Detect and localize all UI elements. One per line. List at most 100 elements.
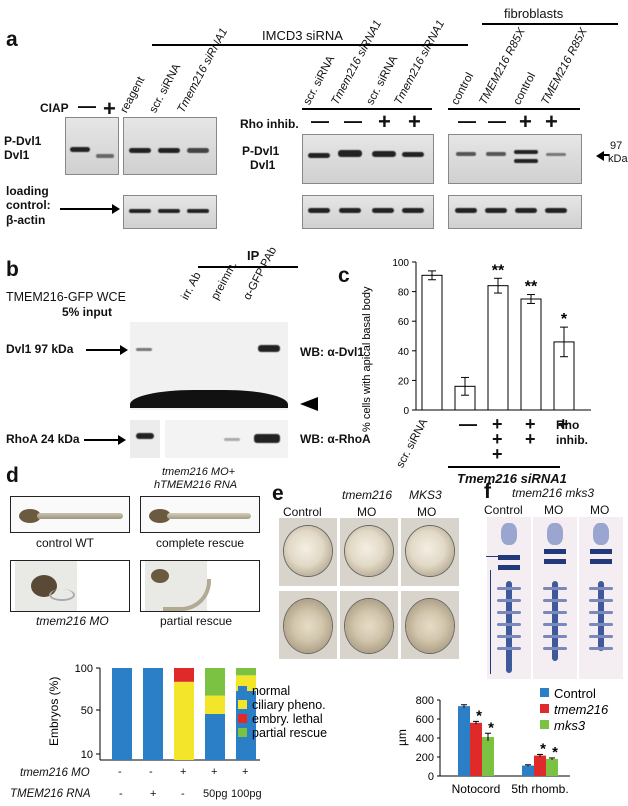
d-tick-label: 50	[81, 705, 93, 717]
right-lane-3: control	[511, 70, 539, 107]
kda-arrow-head	[596, 151, 604, 161]
d-rna-sign: 100pg	[231, 788, 262, 800]
loading-arrow-head	[112, 204, 120, 214]
band	[402, 152, 424, 157]
wce-label: TMEM216-GFP WCE	[6, 290, 126, 304]
embryo	[406, 526, 454, 576]
c-tick-label: 100	[392, 258, 409, 269]
band	[515, 208, 537, 213]
d-legend-label: partial rescue	[252, 726, 327, 740]
c-rho-mark: +	[492, 414, 503, 434]
rho-sign: +	[378, 109, 391, 134]
d-bar-segment	[174, 681, 194, 760]
somite	[543, 647, 567, 650]
panel-d-label: d	[6, 464, 19, 487]
rho-sign: +	[545, 109, 558, 134]
ip-bracket	[198, 266, 298, 268]
d-bar-segment	[236, 668, 256, 676]
somite	[589, 599, 613, 602]
c-bar	[421, 274, 443, 411]
c-tick-label: 20	[398, 376, 410, 387]
right-lane-4: TMEM216 R85X	[539, 26, 590, 107]
d-legend-swatch	[238, 714, 247, 723]
f-legend-swatch	[540, 688, 549, 697]
d-bar-segment	[174, 668, 194, 682]
d-tick-label: 100	[75, 663, 93, 675]
caption-tmem216-mo: tmem216 MO	[36, 614, 109, 628]
rhombomere-band	[498, 555, 520, 560]
somite	[589, 647, 613, 650]
f-bar	[458, 706, 470, 776]
in-situ-image	[486, 517, 531, 679]
in-situ-head	[547, 523, 563, 545]
complete-rescue-image	[140, 496, 260, 533]
c-significance: **	[492, 262, 505, 279]
f-col-mo-2: MO	[590, 503, 610, 517]
notocord	[506, 581, 512, 673]
embryo-image	[339, 517, 399, 587]
d-tick-label: 10	[81, 749, 93, 761]
row-label-mo: tmem216 MO	[20, 767, 90, 779]
band	[546, 153, 566, 156]
notocord	[552, 581, 558, 661]
f-legend-label: tmem216	[554, 702, 609, 717]
d-bar-segment	[205, 695, 225, 714]
d-axis: 10 50 100	[75, 663, 260, 761]
irr-ab-label: irr. Ab	[179, 270, 204, 302]
ciap-plus: +	[103, 96, 116, 121]
f-bar	[482, 737, 494, 776]
f-tick-label: 0	[428, 771, 434, 783]
in-situ-image	[532, 517, 577, 679]
rho-sign: —	[311, 111, 329, 131]
somite	[497, 623, 521, 626]
dvl1-arrow-head	[120, 345, 128, 355]
f-category-label: 5th rhomb.	[511, 782, 568, 796]
band	[136, 348, 152, 351]
c-bar	[520, 298, 542, 411]
panel-b-label: b	[6, 258, 19, 281]
d-legend-label: embry. lethal	[252, 712, 323, 726]
rhoa-arrow	[84, 439, 122, 441]
band	[136, 433, 154, 439]
f-tick-label: 800	[416, 695, 434, 707]
c-tick-label: 0	[403, 406, 409, 417]
c-rho-mark: —	[459, 414, 477, 434]
left-dvl-blot	[123, 117, 217, 175]
ciap-blot	[65, 117, 119, 175]
in-situ-head	[501, 523, 517, 545]
f-bar	[522, 765, 534, 776]
e-header-tmem216: tmem216	[342, 488, 393, 502]
rhoa-arrow-head	[118, 435, 126, 445]
somite	[589, 623, 613, 626]
caption-control-wt: control WT	[36, 536, 95, 550]
embryo-image	[278, 590, 338, 660]
dvl1-label-left: Dvl1	[4, 148, 30, 162]
d-bar-segment	[143, 668, 163, 760]
apical-basal-body-chart: % cells with apical basal body 020406080…	[361, 258, 591, 432]
igg-arrowhead	[300, 397, 318, 411]
embryo	[284, 526, 332, 576]
d-mo-sign: +	[180, 766, 187, 778]
embryo	[345, 599, 393, 653]
caption-partial-rescue: partial rescue	[160, 614, 233, 628]
embryo-image	[400, 590, 460, 660]
f-header: tmem216 mks3	[512, 486, 595, 500]
somite	[543, 635, 567, 638]
kda-arrow	[603, 154, 609, 156]
igg-band	[130, 390, 288, 408]
c-tick-label: 80	[398, 288, 410, 299]
band	[308, 208, 330, 213]
rho-sign: +	[519, 109, 532, 134]
band	[456, 152, 476, 156]
c-rho-mark: +	[492, 429, 503, 449]
kda-97: 97	[610, 140, 623, 152]
band	[129, 209, 151, 213]
rho-sign: —	[458, 111, 476, 131]
somite	[589, 635, 613, 638]
d-mo-sign: -	[149, 766, 153, 778]
rho-sign: —	[488, 111, 506, 131]
mid-dvl-blot	[302, 134, 434, 184]
